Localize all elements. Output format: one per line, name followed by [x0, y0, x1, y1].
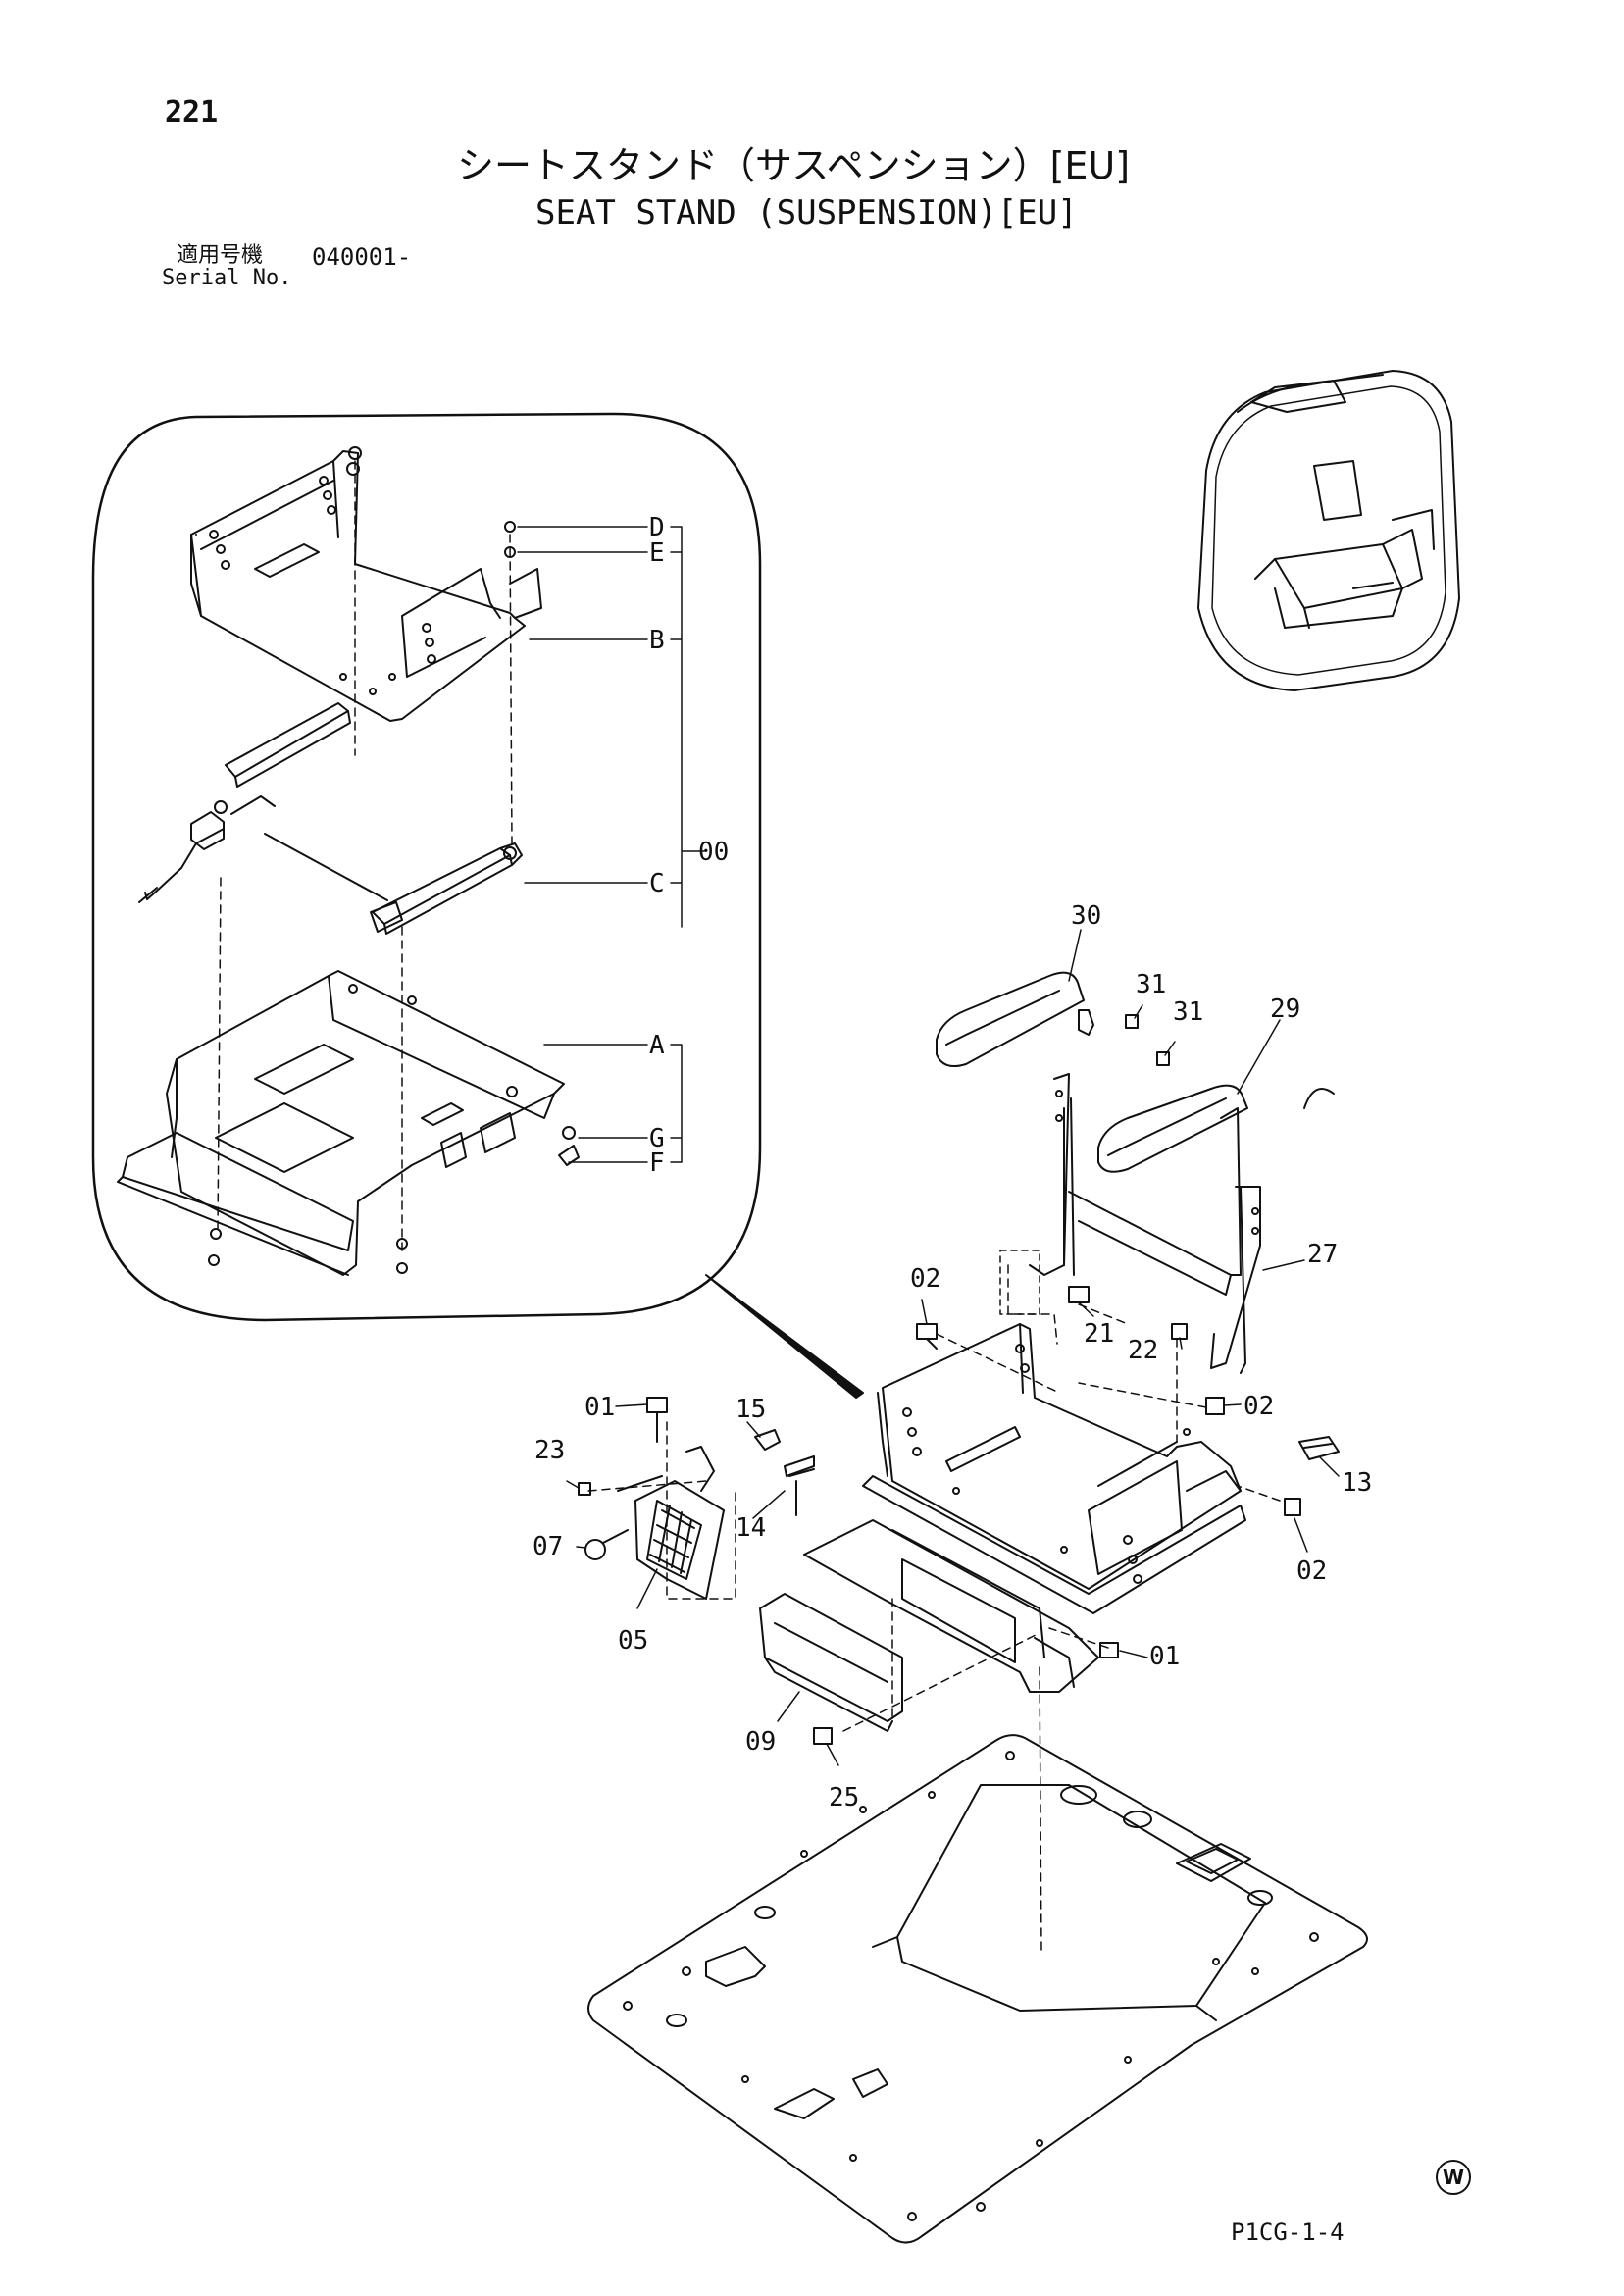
part-number-02: 02: [910, 1264, 940, 1294]
drawing-code: P1CG-1-4: [1231, 2219, 1345, 2246]
part-number-23: 23: [534, 1436, 565, 1465]
detail-inset-frame: [91, 412, 762, 1322]
inset-slide-rails: [138, 534, 523, 935]
part-number-25: 25: [829, 1783, 859, 1812]
part-number-07: 07: [533, 1532, 563, 1561]
callout-A: A: [649, 1031, 665, 1060]
part-number-22: 22: [1128, 1336, 1158, 1365]
part-number-27: 27: [1307, 1240, 1338, 1269]
callout-B: B: [649, 626, 665, 655]
detail-pointer: [705, 1274, 864, 1399]
console-part: [634, 1446, 725, 1600]
callout-G: G: [649, 1124, 665, 1153]
part-number-02: 02: [1296, 1556, 1327, 1586]
inset-base-frame: [117, 970, 580, 1276]
lower-frame: [759, 1519, 1099, 1732]
callout-F: F: [649, 1148, 665, 1178]
callout-C: C: [649, 869, 665, 898]
page-number: 221: [165, 95, 219, 129]
serial-label-english: Serial No.: [162, 266, 292, 290]
part-number-01: 01: [584, 1393, 615, 1422]
inset-seat-plate: [190, 446, 542, 722]
part-number-15: 15: [736, 1395, 766, 1424]
region-mark-w: W: [1436, 2160, 1471, 2195]
main-seat-stand: [862, 1323, 1246, 1614]
part-number-14: 14: [736, 1513, 766, 1543]
callout-D: D: [649, 513, 665, 542]
part-leader-lines: [566, 929, 1340, 1766]
cab-thumbnail: [1197, 370, 1460, 691]
floor-plate: [587, 1734, 1368, 2244]
part-number-21: 21: [1084, 1319, 1114, 1349]
part-number-31: 31: [1173, 997, 1203, 1027]
callout-group-00: 00: [698, 838, 729, 867]
page-title-english: SEAT STAND (SUSPENSION)[EU]: [535, 193, 1078, 232]
part-number-31: 31: [1136, 970, 1166, 999]
part-number-02: 02: [1243, 1392, 1274, 1421]
fasteners: [578, 1014, 1301, 1745]
part-number-01: 01: [1149, 1642, 1180, 1671]
part-number-30: 30: [1071, 901, 1101, 931]
serial-number-value: 040001-: [312, 243, 412, 271]
armrest-assembly: [936, 971, 1261, 1374]
part-number-09: 09: [745, 1727, 776, 1757]
part-number-05: 05: [618, 1626, 648, 1656]
main-alignment-lines: [587, 1264, 1281, 1953]
part-number-13: 13: [1342, 1468, 1372, 1498]
callout-E: E: [649, 538, 665, 568]
serial-label-japanese: 適用号機: [177, 243, 264, 268]
inset-leader-lines: [517, 526, 705, 1163]
inset-alignment-lines: [217, 460, 513, 1251]
part-number-29: 29: [1270, 995, 1300, 1024]
page-title-japanese: シートスタンド（サスペンション）[EU]: [457, 144, 1131, 187]
